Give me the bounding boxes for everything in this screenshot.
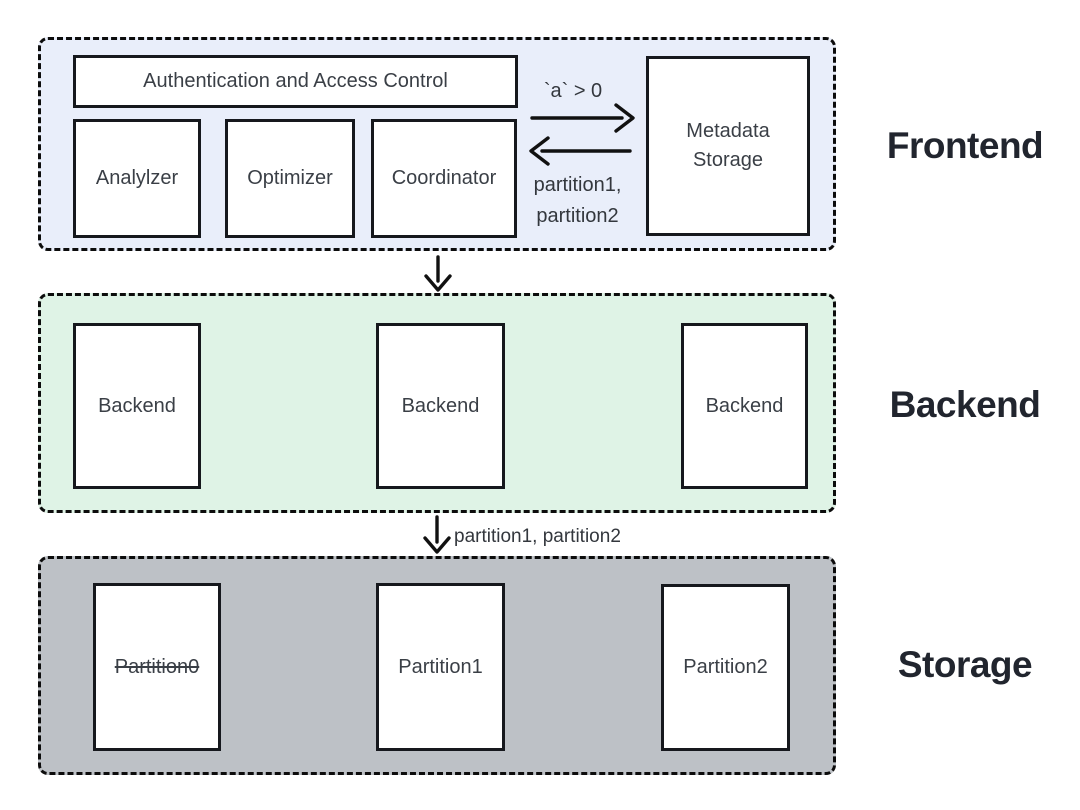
partition1-label: Partition1 — [398, 655, 483, 678]
auth-access-control-box: Authentication and Access Control — [73, 55, 518, 108]
backend-to-storage-arrow — [423, 515, 451, 554]
metadata-storage-label: Metadata Storage — [686, 120, 770, 171]
analyzer-box: Analylzer — [73, 119, 201, 238]
metadata-to-coordinator-arrow-label: partition1, partition2 — [533, 174, 622, 227]
storage-tier-label: Storage — [897, 644, 1033, 685]
partition0-label: Partition0 — [114, 655, 200, 678]
backend-tier-label: Backend — [889, 384, 1041, 425]
backend-node-3-label: Backend — [705, 394, 784, 417]
partition0-box: Partition0 — [93, 583, 221, 751]
backend-node-1-label: Backend — [98, 394, 176, 417]
backend-section: Backend Backend Backend — [38, 293, 836, 513]
frontend-tier-label: Frontend — [886, 125, 1044, 166]
backend-node-1: Backend — [73, 323, 201, 489]
backend-node-2-label: Backend — [401, 394, 480, 417]
coordinator-label: Coordinator — [391, 167, 497, 189]
partition2-box: Partition2 — [661, 584, 790, 751]
partition2-label: Partition2 — [683, 656, 768, 678]
backend-node-2: Backend — [376, 323, 505, 489]
analyzer-label: Analylzer — [95, 167, 179, 189]
frontend-to-backend-arrow — [424, 255, 452, 292]
coordinator-to-metadata-arrow-label: `a` > 0 — [543, 80, 603, 102]
storage-section: Partition0 Partition1 Partition2 — [38, 556, 836, 775]
metadata-storage-box: Metadata Storage — [646, 56, 810, 236]
optimizer-label: Optimizer — [247, 167, 333, 189]
backend-node-3: Backend — [681, 323, 808, 489]
coordinator-box: Coordinator — [371, 119, 517, 238]
backend-to-storage-arrow-label: partition1, partition2 — [454, 526, 621, 547]
auth-access-control-label: Authentication and Access Control — [143, 70, 448, 92]
frontend-section: Authentication and Access Control Analyl… — [38, 37, 836, 251]
partition1-box: Partition1 — [376, 583, 505, 751]
optimizer-box: Optimizer — [225, 119, 355, 238]
